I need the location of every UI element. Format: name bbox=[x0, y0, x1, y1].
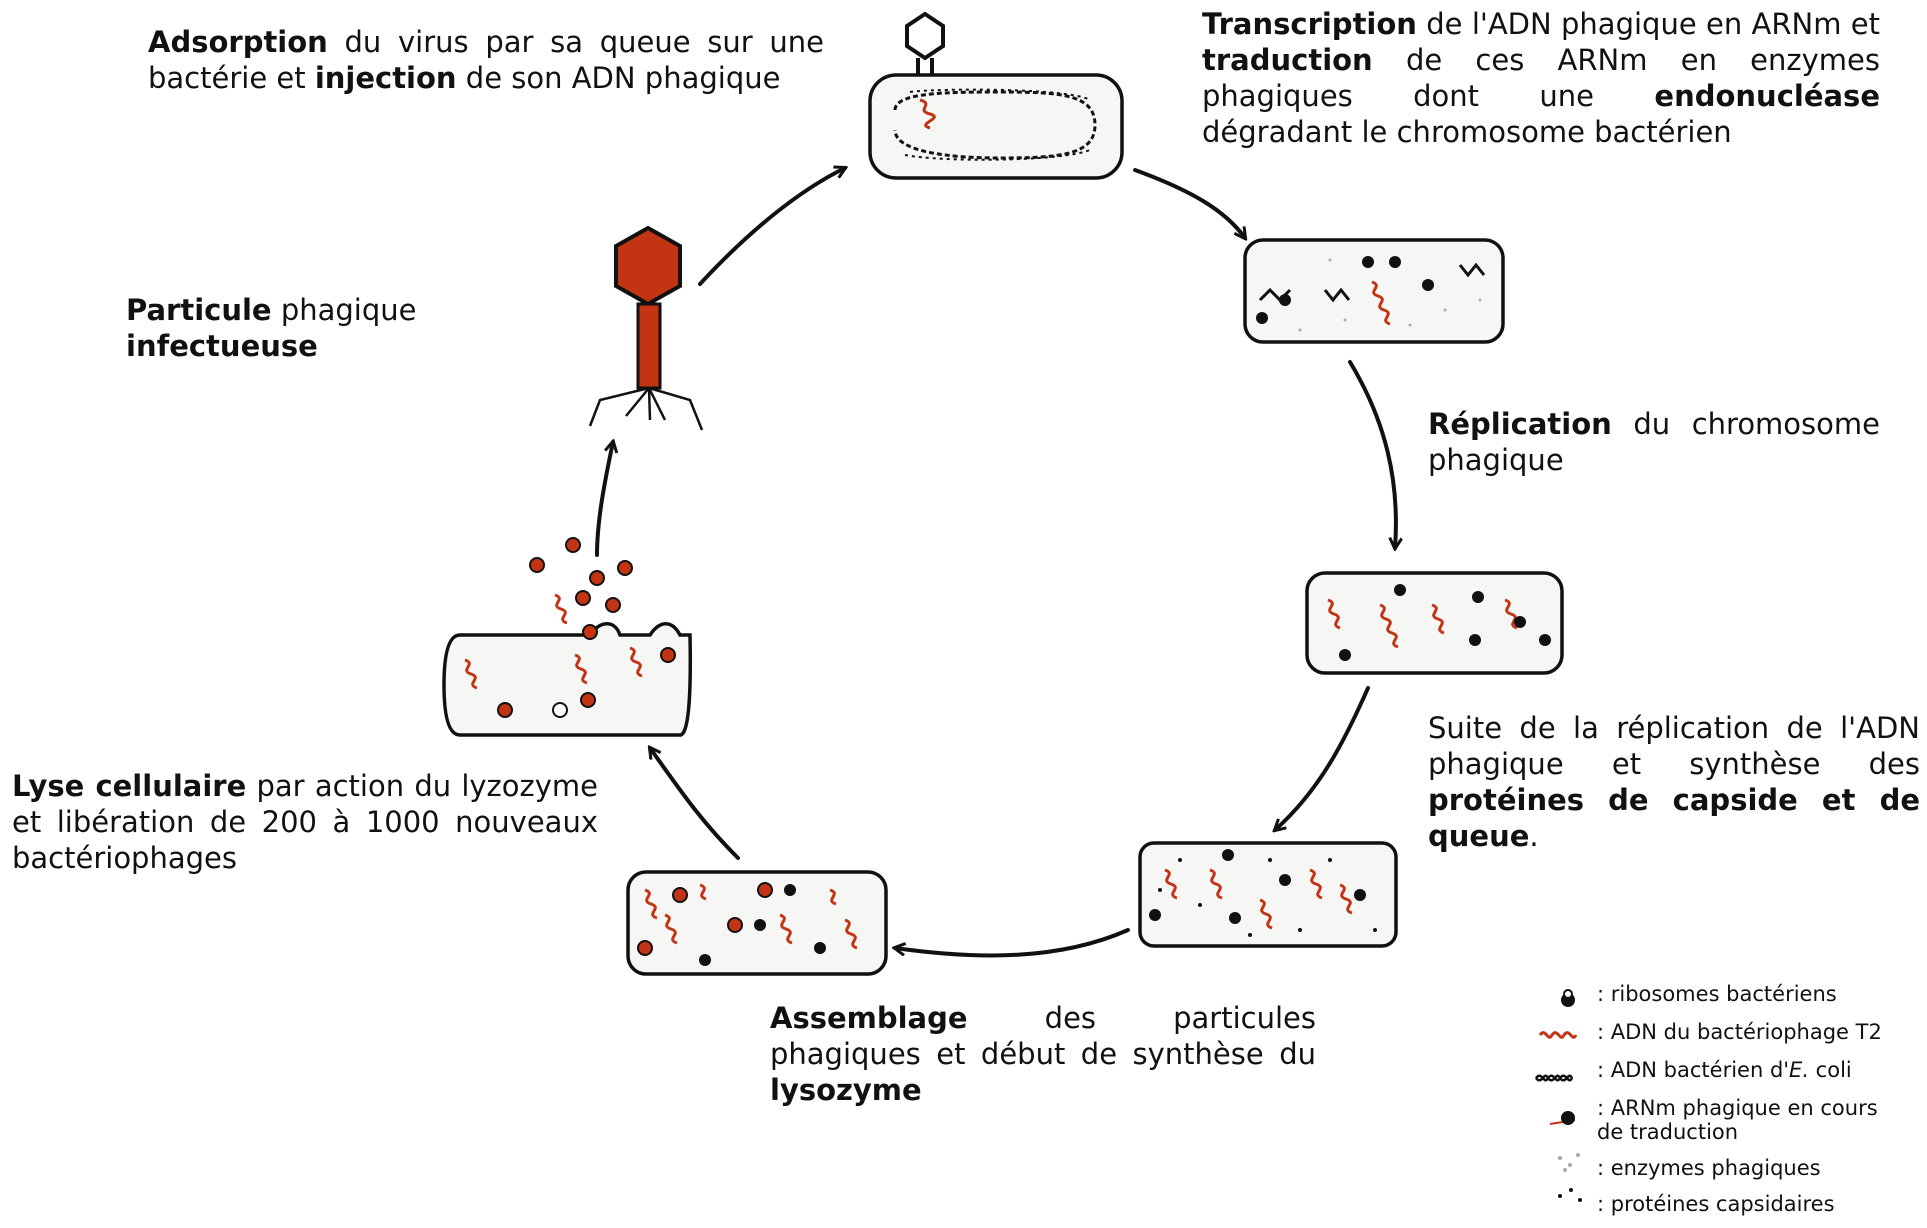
caption-lyse: Lyse cellulaire par action du lyzozyme e… bbox=[12, 769, 598, 875]
arrow-to-assemblage bbox=[895, 928, 1130, 958]
phage-dna-symbol bbox=[1538, 1031, 1578, 1039]
caption-particule: Particule phagique infectueuse bbox=[126, 293, 417, 363]
replication-cell bbox=[1305, 571, 1564, 675]
arrow-to-replication bbox=[1348, 360, 1396, 548]
cycle-arrows bbox=[595, 168, 1396, 958]
transcription-cell bbox=[1243, 238, 1505, 344]
caption-transcription: Transcription de l'ADN phagique en ARNm … bbox=[1202, 7, 1880, 149]
phage-head-outline bbox=[905, 11, 945, 61]
phage-tail bbox=[636, 302, 662, 390]
caption-suite: Suite de la réplication de l'ADN phagiqu… bbox=[1428, 711, 1920, 853]
ribosome-symbol bbox=[1561, 989, 1575, 1007]
caption-replication: Réplication du chromosome phagique bbox=[1428, 407, 1880, 477]
lyse-cell bbox=[442, 537, 693, 737]
legend-enzymes: : enzymes phagiques bbox=[1597, 1156, 1821, 1180]
arrow-to-adsorption bbox=[698, 168, 845, 286]
legend-capsid-proteins: : protéines capsidaires bbox=[1597, 1192, 1835, 1216]
capsid-proteins-symbol bbox=[1558, 1188, 1582, 1202]
enzymes-symbol bbox=[1558, 1153, 1580, 1172]
assemblage-cell bbox=[626, 870, 888, 976]
arrow-to-suite bbox=[1275, 686, 1370, 830]
legend-ribosomes: : ribosomes bactériens bbox=[1597, 982, 1837, 1006]
infectious-phage bbox=[588, 225, 704, 431]
legend-symbols bbox=[1535, 989, 1582, 1202]
mrna-symbol bbox=[1549, 1111, 1576, 1125]
phage-tail-fibers bbox=[588, 386, 704, 431]
caption-assemblage: Assemblage des particules phagiques et d… bbox=[770, 1001, 1316, 1107]
bacterial-dna-symbol bbox=[1535, 1074, 1574, 1082]
bacterial-dna-loop bbox=[893, 90, 1097, 160]
legend: : ribosomes bactériens : ADN du bactério… bbox=[1535, 982, 1925, 1228]
suite-cell bbox=[1138, 841, 1398, 948]
adsorption-cell bbox=[868, 11, 1124, 180]
arrow-to-lyse bbox=[650, 748, 740, 860]
legend-mrna: : ARNm phagique en cours de traduction bbox=[1597, 1096, 1878, 1144]
phage-dna-injected bbox=[919, 98, 936, 130]
arrow-to-transcription bbox=[1133, 168, 1245, 238]
caption-adsorption: Adsorption du virus par sa queue sur une… bbox=[148, 25, 824, 95]
legend-phage-dna: : ADN du bactériophage T2 bbox=[1597, 1020, 1882, 1044]
legend-bacterial-dna: : ADN bactérien d'E. coli bbox=[1597, 1058, 1852, 1082]
phage-capsid-head bbox=[614, 225, 682, 307]
arrow-to-particule bbox=[595, 442, 613, 557]
